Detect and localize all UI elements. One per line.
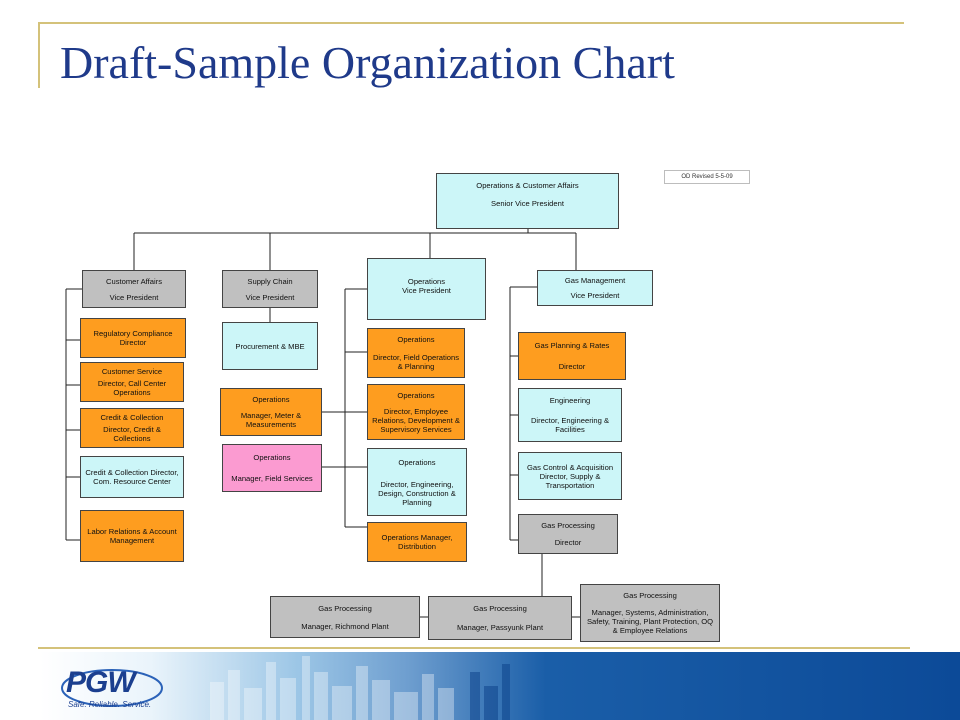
box-customer-affairs-vp: Customer Affairs Vice President [82, 270, 186, 308]
box-role: Manager, Meter & Measurements [240, 411, 302, 430]
box-role: Vice President [109, 292, 159, 302]
box-title: Operations [407, 277, 446, 286]
frame-left-rule [38, 22, 40, 88]
box-distribution: Operations Manager, Distribution [367, 522, 467, 562]
page-title: Draft-Sample Organization Chart [60, 37, 675, 88]
box-role: Director, Field Operations & Planning [372, 352, 460, 371]
pgw-logo-text: PGW [66, 666, 136, 699]
box-procurement: Procurement & MBE [222, 322, 318, 370]
box-title: Gas Management [564, 276, 626, 285]
box-systems-administration: Gas Processing Manager, Systems, Adminis… [580, 584, 720, 642]
box-title: Customer Affairs [106, 276, 162, 286]
box-role: Manager, Passyunk Plant [456, 623, 544, 632]
box-title: Engineering [549, 396, 591, 406]
box-supply-chain-vp: Supply Chain Vice President [222, 270, 318, 308]
footer-banner: PGW Safe. Reliable. Service. [40, 652, 960, 720]
box-gas-control: Gas Control & Acquisition Director, Supp… [518, 452, 622, 500]
box-role: Vice President [570, 291, 620, 300]
box-meter-measurements: Operations Manager, Meter & Measurements [220, 388, 322, 436]
box-title: Supply Chain [247, 276, 293, 286]
box-field-operations: Operations Director, Field Operations & … [367, 328, 465, 378]
pgw-logo-icon [60, 662, 180, 712]
box-role: Director, Credit & Collections [103, 425, 161, 444]
box-title: Credit & Collection Director, Com. Resou… [85, 468, 179, 486]
box-title: Operations [397, 390, 435, 400]
box-title: Operations [398, 457, 436, 467]
box-gas-planning: Gas Planning & Rates Director [518, 332, 626, 380]
box-title: Operations [397, 335, 435, 345]
box-labor-relations: Labor Relations & Account Management [80, 510, 184, 562]
box-title: Credit & Collection [100, 412, 164, 422]
box-title: Procurement & MBE [235, 341, 305, 351]
box-customer-service: Customer Service Director, Call Center O… [80, 362, 184, 402]
skyline-graphic [210, 656, 510, 720]
box-title: Gas Processing [541, 521, 595, 530]
box-credit-collections-director: Credit & Collection Director, Credit & C… [80, 408, 184, 448]
box-role: Senior Vice President [491, 198, 564, 208]
box-title: Regulatory Compliance Director [93, 329, 173, 347]
box-operations-vp: Operations Vice President [367, 258, 486, 320]
box-role: Director, Employee Relations, Developmen… [372, 406, 460, 434]
box-role: Director [558, 362, 586, 371]
box-field-services: Operations Manager, Field Services [222, 444, 322, 492]
box-role: Director, Engineering & Facilities [530, 415, 610, 434]
box-employee-relations: Operations Director, Employee Relations,… [367, 384, 465, 440]
box-title: Gas Control & Acquisition Director, Supp… [526, 462, 614, 490]
footer-rule [38, 647, 910, 649]
box-title: Operations [253, 453, 291, 462]
pgw-tagline: Safe. Reliable. Service. [68, 700, 152, 709]
frame-top-rule [38, 22, 904, 24]
box-title: Gas Planning & Rates [534, 341, 610, 350]
box-role: Manager, Systems, Administration, Safety… [586, 608, 714, 635]
box-title: Gas Processing [623, 591, 677, 600]
box-title: Operations [252, 394, 290, 404]
box-role: Director [554, 538, 582, 547]
box-gas-processing-director: Gas Processing Director [518, 514, 618, 554]
box-title: Operations & Customer Affairs [476, 180, 579, 190]
box-richmond-plant: Gas Processing Manager, Richmond Plant [270, 596, 420, 638]
box-title: Gas Processing [318, 603, 372, 613]
box-title: Customer Service [101, 366, 163, 376]
box-role: Vice President [245, 292, 295, 302]
box-title: Operations Manager, Distribution [381, 533, 453, 551]
box-engineering-facilities: Engineering Director, Engineering & Faci… [518, 388, 622, 442]
box-engineering-design: Operations Director, Engineering, Design… [367, 448, 467, 516]
box-regulatory-compliance: Regulatory Compliance Director [80, 318, 186, 358]
box-senior-vice-president: Operations & Customer Affairs Senior Vic… [436, 173, 619, 229]
box-role: Director, Engineering, Design, Construct… [378, 479, 456, 507]
box-title: Gas Processing [473, 604, 527, 613]
box-credit-resource-center: Credit & Collection Director, Com. Resou… [80, 456, 184, 498]
box-gas-management-vp: Gas Management Vice President [537, 270, 653, 306]
box-role: Manager, Field Services [231, 474, 313, 483]
box-title: Labor Relations & Account Management [87, 527, 177, 545]
box-role: Director, Call Center Operations [97, 379, 167, 398]
box-passyunk-plant: Gas Processing Manager, Passyunk Plant [428, 596, 572, 640]
box-role: Manager, Richmond Plant [301, 621, 389, 631]
box-role: Vice President [402, 286, 451, 295]
revised-note: OD Revised 5-5-09 [664, 170, 750, 184]
